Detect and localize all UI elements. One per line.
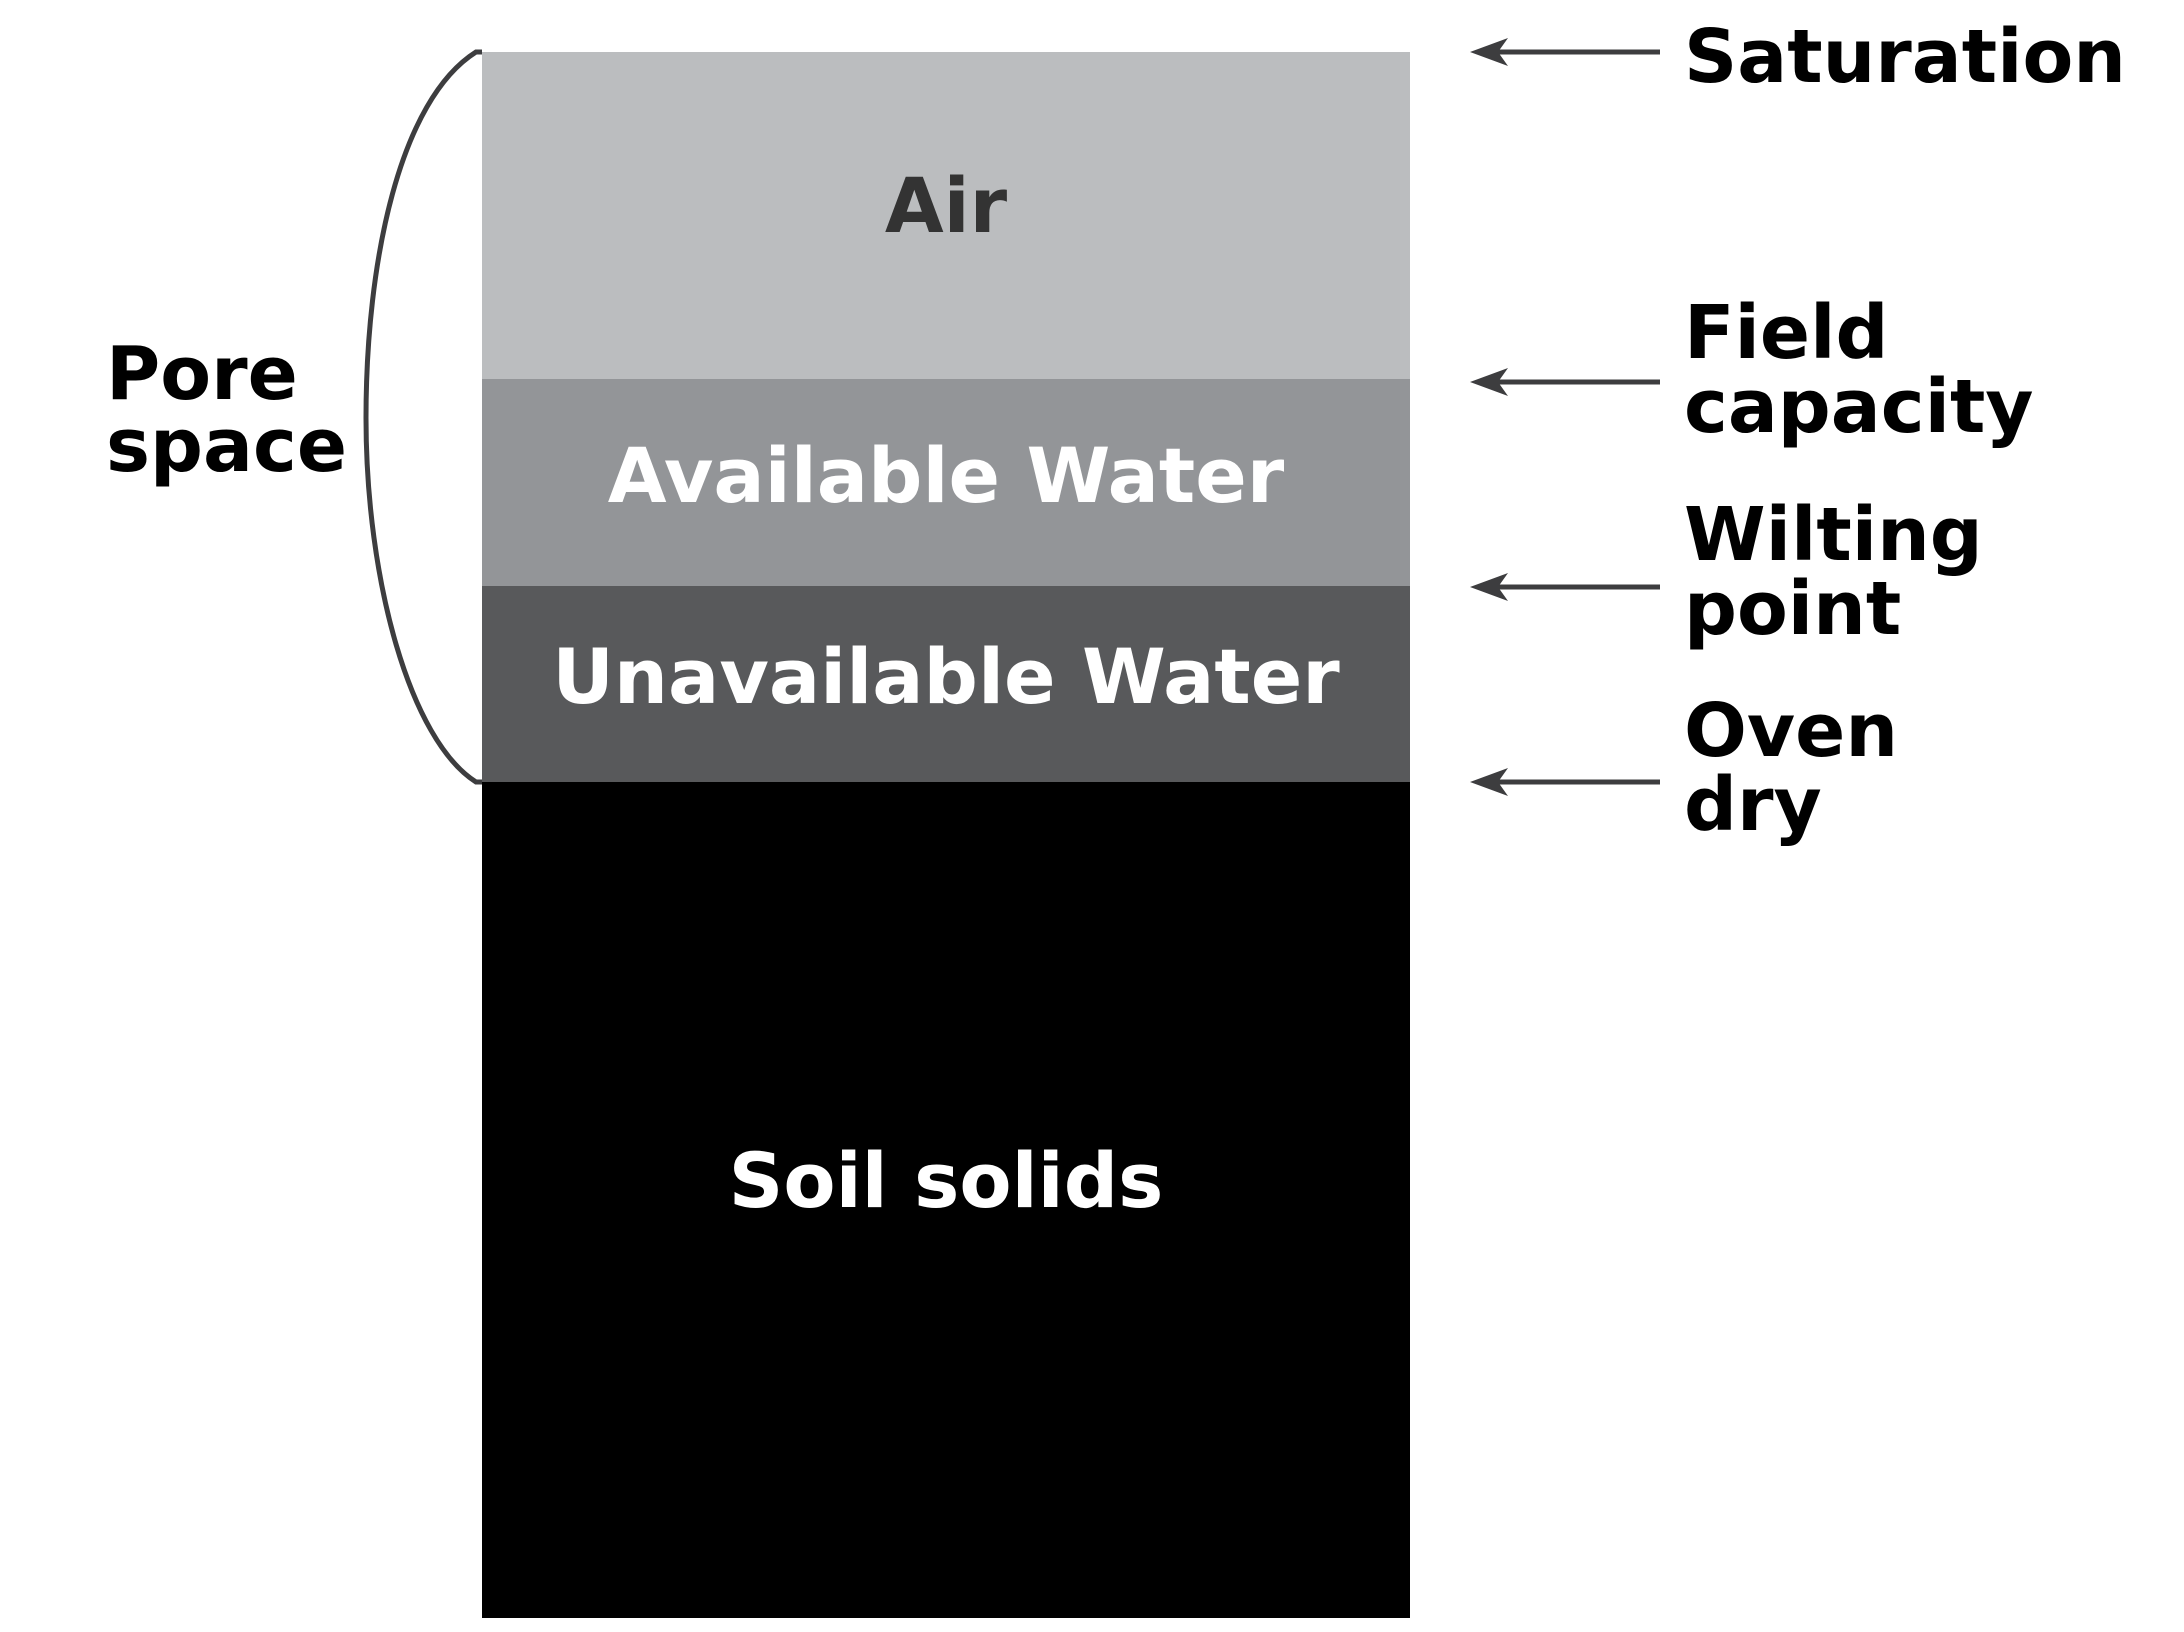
pore-space-bracket [363,49,482,785]
layer-unavailable-water-label: Unavailable Water [552,632,1340,721]
layer-soil-solids-label: Soil solids [728,1135,1164,1225]
pore-space-label: Pore space [106,331,348,489]
level-field-capacity-line1: Field [1684,290,1889,376]
level-oven-dry-line2: dry [1684,762,1822,848]
level-field-capacity-label: Field capacity [1684,296,2034,444]
wilting-point-arrow [1470,573,1660,601]
level-oven-dry-label: Oven dry [1684,694,1898,842]
level-field-capacity-line2: capacity [1684,364,2034,450]
level-saturation-label: Saturation [1684,20,2126,94]
level-wilting-point-line1: Wilting [1684,492,1983,578]
pore-space-label-line1: Pore [106,331,298,417]
level-wilting-point-line2: point [1684,566,1902,652]
layer-available-water-label: Available Water [607,430,1285,520]
layer-unavailable-water: Unavailable Water [482,586,1410,782]
level-wilting-point-label: Wilting point [1684,498,1983,646]
oven-dry-arrow [1470,768,1660,796]
layer-available-water: Available Water [482,379,1410,586]
layer-soil-solids: Soil solids [482,782,1410,1618]
layer-air: Air [482,52,1410,379]
saturation-arrow [1470,38,1660,66]
level-oven-dry-line1: Oven [1684,688,1899,774]
level-saturation-line1: Saturation [1684,14,2126,100]
layer-air-label: Air [884,161,1008,250]
pore-space-label-line2: space [106,403,348,489]
field-capacity-arrow [1470,368,1660,396]
